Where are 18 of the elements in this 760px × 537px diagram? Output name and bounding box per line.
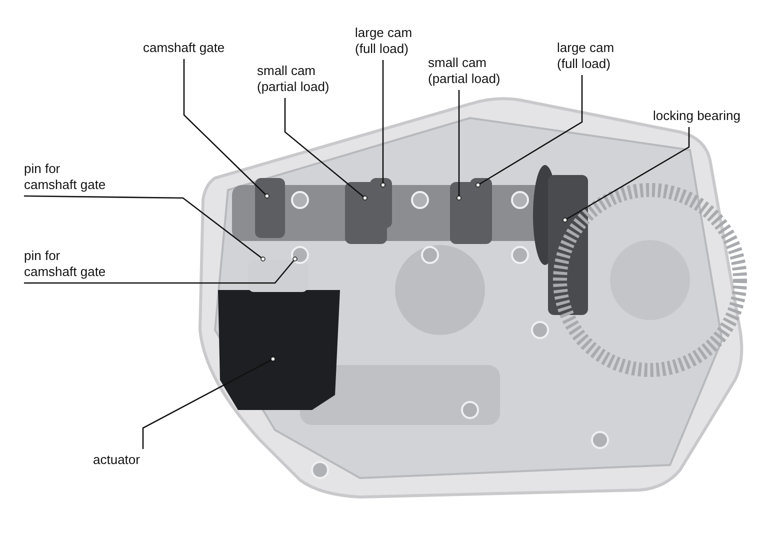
callout-label: large cam (full load) [355, 25, 435, 57]
leader-line [142, 356, 276, 449]
callout-label: large cam (full load) [557, 40, 637, 72]
leader-line [562, 127, 690, 222]
leader-line [24, 195, 266, 262]
callout-label: pin for camshaft gate [24, 161, 116, 193]
callout-label: small cam (partial load) [257, 63, 347, 95]
leader-line [183, 59, 270, 198]
leader-line [380, 60, 386, 188]
leader-line [284, 98, 368, 200]
callout-label: camshaft gate [143, 40, 225, 56]
leader-line [24, 256, 298, 284]
leader-line [476, 75, 583, 188]
callout-label: actuator [93, 452, 140, 468]
callout-label: locking bearing [653, 108, 740, 124]
callout-label: pin for camshaft gate [24, 248, 116, 280]
callout-label: small cam (partial load) [428, 55, 518, 87]
leader-line [456, 90, 462, 200]
